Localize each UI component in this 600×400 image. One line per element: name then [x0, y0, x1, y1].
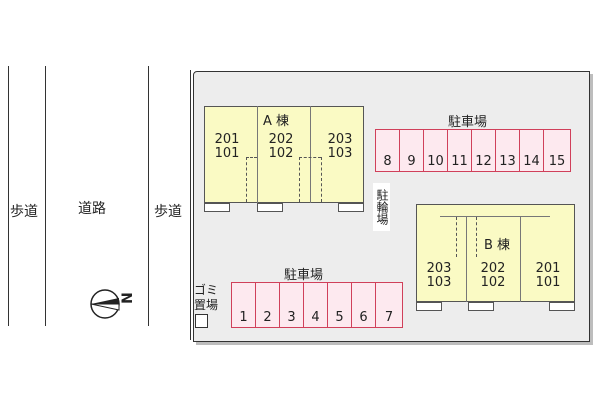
- parking-slot: 4: [303, 282, 328, 328]
- building-a-door-3: [338, 203, 364, 212]
- building-b-door-3: [549, 302, 575, 311]
- building-b: [416, 204, 575, 302]
- building-b-divider-1: [466, 217, 467, 302]
- garbage-label: ゴミ置場: [194, 283, 219, 312]
- building-a-stair-2-top: [299, 157, 321, 158]
- building-a-divider-1: [257, 106, 258, 203]
- parking-slot: 13: [495, 129, 520, 172]
- parking-slot: 1: [231, 282, 256, 328]
- building-a: [204, 106, 364, 203]
- road-label: 道路: [78, 201, 106, 217]
- sidewalk-left-edge: [8, 66, 9, 326]
- parking-slot: 14: [519, 129, 544, 172]
- parking-slot: 11: [447, 129, 472, 172]
- parking-slot: 8: [375, 129, 400, 172]
- building-b-unit-1: 203 103: [426, 261, 452, 290]
- parking-slot: 6: [351, 282, 376, 328]
- building-a-door-2: [257, 203, 283, 212]
- building-b-stair-1: [456, 217, 457, 257]
- building-a-stair-1-top: [246, 157, 257, 158]
- parking-slot: 7: [375, 282, 403, 328]
- parking-top-label: 駐車場: [448, 115, 488, 130]
- building-b-door-2: [468, 302, 494, 311]
- sidewalk-left-label: 歩道: [10, 204, 38, 220]
- building-b-divider-2: [520, 217, 521, 302]
- building-b-unit-3: 201 101: [535, 261, 561, 290]
- road-right-edge: [148, 66, 149, 326]
- building-a-stair-1: [246, 157, 247, 202]
- building-b-unit-2: 202 102: [480, 261, 506, 290]
- building-a-door-1: [204, 203, 230, 212]
- building-a-unit-2: 202 102: [268, 132, 294, 161]
- building-a-unit-1: 201 101: [214, 132, 240, 161]
- building-b-notch: [440, 216, 550, 217]
- lot-left-edge: [190, 70, 191, 340]
- parking-bottom-label: 駐車場: [284, 268, 324, 283]
- parking-slot: 2: [255, 282, 280, 328]
- garbage-bin-icon: [195, 314, 208, 328]
- building-b-label: B 棟: [484, 238, 511, 253]
- north-arrow-icon: [90, 289, 120, 319]
- bike-parking-label: 駐輪場: [373, 183, 390, 231]
- building-a-label: A 棟: [263, 114, 290, 129]
- road-left-edge: [45, 66, 46, 326]
- parking-slot: 10: [423, 129, 448, 172]
- parking-slot: 9: [399, 129, 424, 172]
- parking-slot: 15: [543, 129, 571, 172]
- compass-letter: N: [119, 292, 136, 304]
- parking-slot: 12: [471, 129, 496, 172]
- building-a-stair-2: [299, 157, 300, 202]
- building-a-stair-3: [321, 157, 322, 202]
- parking-slot: 3: [279, 282, 304, 328]
- building-a-unit-3: 203 103: [327, 132, 353, 161]
- parking-slot: 5: [327, 282, 352, 328]
- building-b-stair-2: [476, 217, 477, 257]
- sidewalk-right-label: 歩道: [154, 204, 182, 220]
- building-b-door-1: [416, 302, 442, 311]
- building-a-divider-2: [310, 106, 311, 203]
